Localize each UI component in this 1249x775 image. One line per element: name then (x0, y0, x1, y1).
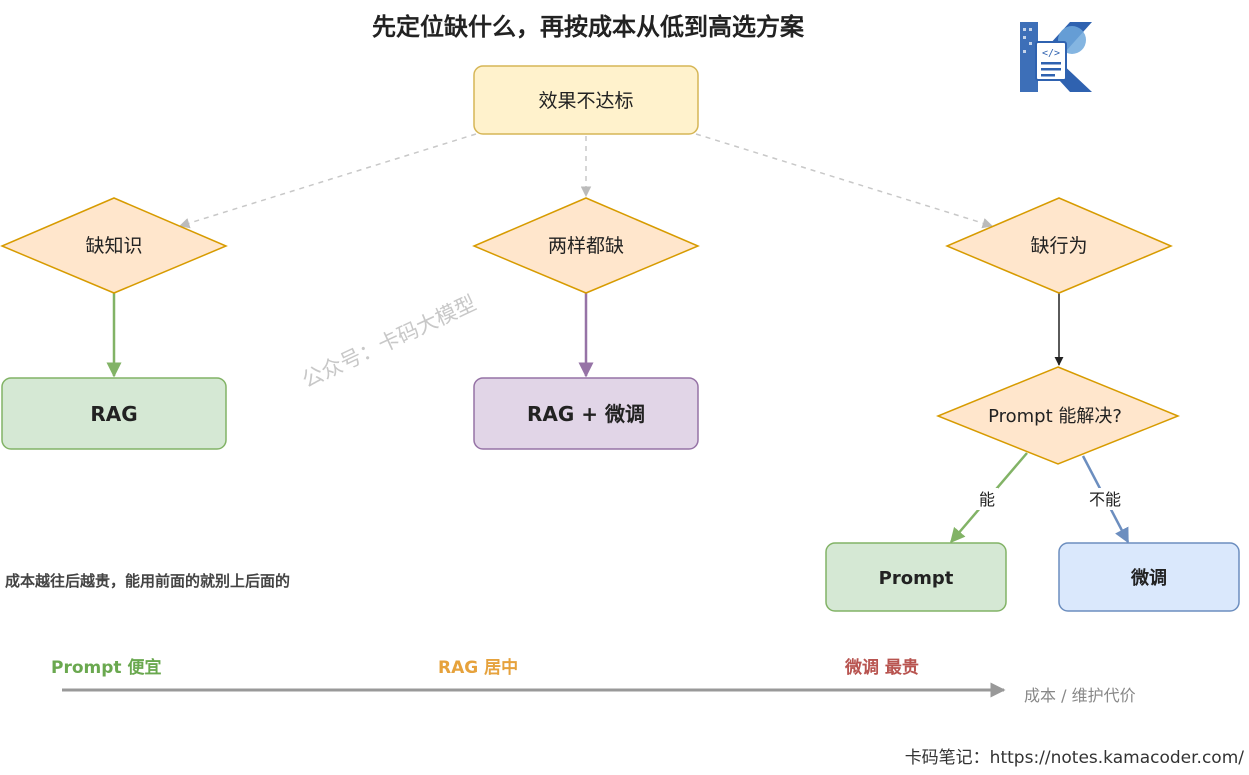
cost-label-low: Prompt 便宜 (51, 657, 161, 678)
diamond-lack-knowledge: 缺知识 (0, 197, 228, 294)
cost-label-high: 微调 最贵 (844, 657, 919, 678)
edge-root-to-behavior (695, 133, 994, 229)
kamacoder-logo: </> (1020, 22, 1092, 92)
svg-text:Prompt 能解决?: Prompt 能解决? (988, 406, 1122, 427)
diamond-lack-behavior: 缺行为 (945, 197, 1173, 294)
edge-label-yes: 能 (979, 490, 995, 509)
node-prompt: Prompt (825, 542, 1007, 612)
edge-root-to-knowledge (178, 133, 477, 229)
svg-text:效果不达标: 效果不达标 (538, 90, 633, 112)
svg-text:</>: </> (1042, 48, 1060, 59)
svg-text:微调: 微调 (1130, 567, 1167, 589)
svg-text:两样都缺: 两样都缺 (548, 235, 624, 257)
node-finetune: 微调 (1058, 542, 1240, 612)
svg-text:Prompt: Prompt (879, 568, 954, 589)
svg-text:缺知识: 缺知识 (85, 235, 142, 257)
diamond-prompt-question: Prompt 能解决? (935, 366, 1181, 465)
node-rag: RAG (1, 377, 227, 450)
cost-label-mid: RAG 居中 (438, 657, 518, 678)
watermark-text: 公众号：卡码大模型 (298, 291, 479, 393)
svg-text:RAG: RAG (90, 402, 137, 426)
node-rag-finetune: RAG + 微调 (473, 377, 699, 450)
svg-text:缺行为: 缺行为 (1030, 235, 1087, 257)
footer-source: 卡码笔记：https://notes.kamacoder.com/ (905, 748, 1245, 768)
cost-note: 成本越往后越贵，能用前面的就别上后面的 (5, 572, 290, 590)
node-root: 效果不达标 (473, 65, 699, 135)
cost-axis-label: 成本 / 维护代价 (1024, 686, 1136, 705)
edge-label-no: 不能 (1089, 490, 1121, 509)
diamond-lack-both: 两样都缺 (472, 197, 700, 294)
svg-text:RAG + 微调: RAG + 微调 (527, 402, 645, 426)
diagram-title: 先定位缺什么，再按成本从低到高选方案 (372, 13, 805, 41)
